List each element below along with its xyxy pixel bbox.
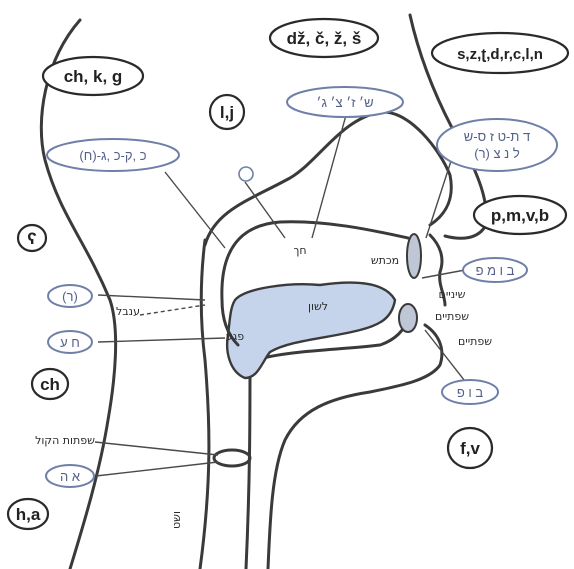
- leader-uvular: [98, 295, 205, 300]
- svg-text:ʕ: ʕ: [27, 229, 36, 248]
- lower-lip-shape: [399, 304, 417, 332]
- svg-text:ב ו מ פ: ב ו מ פ: [476, 263, 515, 278]
- marker-circle: [239, 167, 253, 181]
- label-ch: ch: [32, 369, 68, 399]
- svg-text:(ח)-כ ,ק-כ ,ג: (ח)-כ ,ק-כ ,ג: [79, 148, 146, 163]
- label-uvular-hebrew: (ר): [48, 285, 92, 307]
- svg-text:h,a: h,a: [16, 505, 41, 524]
- label-labial: p,m,v,b: [474, 196, 566, 234]
- label-lips: שפתיים: [458, 335, 492, 348]
- svg-text:ch: ch: [40, 375, 60, 394]
- svg-text:p,m,v,b: p,m,v,b: [491, 206, 549, 225]
- svg-text:s,z,ʈ,d,r,c,l,n: s,z,ʈ,d,r,c,l,n: [457, 46, 543, 63]
- label-glottal: h,a: [8, 499, 48, 529]
- leader-bilabial: [422, 270, 465, 278]
- svg-text:ch, k, g: ch, k, g: [64, 67, 123, 86]
- label-palate: חך: [293, 244, 306, 257]
- leader-velar: [165, 172, 225, 248]
- leader-palatal-sounds: [312, 108, 348, 238]
- label-teeth: שפתיים: [435, 310, 469, 323]
- svg-text:f,v: f,v: [460, 439, 480, 458]
- svg-text:ל נ צ (ר): ל נ צ (ר): [474, 146, 520, 161]
- label-tongue: לשון: [308, 300, 328, 313]
- label-glottal-hebrew: א ה: [46, 465, 94, 487]
- label-labiodental-hebrew: ב ו פ: [442, 380, 498, 404]
- upper-teeth-shape: [407, 234, 421, 278]
- label-labiodental: f,v: [448, 428, 492, 468]
- leader-glottal: [96, 462, 218, 476]
- svg-text:(ר): (ר): [62, 289, 78, 304]
- label-alveolar-ridge: מכתש: [371, 254, 399, 267]
- tongue-shape: [227, 283, 395, 378]
- leader-vocal-folds: [95, 442, 218, 455]
- svg-text:l,j: l,j: [220, 103, 234, 122]
- svg-text:א ה: א ה: [60, 469, 80, 484]
- label-alveolar: s,z,ʈ,d,r,c,l,n: [432, 33, 568, 73]
- pharynx-back-wall: [200, 240, 209, 569]
- label-alveolar-sounds-hebrew: ד ת-ט ז ס-ש ל נ צ (ר): [437, 119, 557, 171]
- label-velar-sounds-hebrew: (ח)-כ ,ק-כ ,ג: [47, 139, 179, 171]
- chin-outline: [268, 325, 442, 569]
- label-vocal-folds: שפתות הקול: [35, 434, 95, 447]
- label-uvula: ענבל: [116, 305, 140, 318]
- label-esophagus: ושט: [170, 511, 183, 529]
- label-glottal-curl: ʕ: [18, 225, 46, 251]
- vocal-folds-shape: [214, 450, 250, 466]
- label-post-alveolar: dž, č, ž, š: [270, 19, 378, 57]
- svg-text:ד ת-ט ז ס-ש: ד ת-ט ז ס-ש: [464, 129, 530, 144]
- label-ch-k-g: ch, k, g: [43, 57, 143, 95]
- label-palatal-j: l,j: [210, 95, 244, 129]
- label-velum: פגע: [226, 330, 244, 343]
- leader-uvula-dash: [140, 305, 205, 315]
- leader-alveolar: [426, 158, 452, 238]
- svg-text:ב ו פ: ב ו פ: [457, 385, 484, 400]
- pharynx-front-wall: [246, 360, 250, 569]
- label-palatal-sounds-hebrew: ש׳ ז׳ צ׳ ג׳: [287, 87, 403, 117]
- label-pharyngeal-hebrew: ח ע: [48, 331, 92, 353]
- label-bilabial-hebrew: ב ו מ פ: [463, 258, 527, 282]
- svg-text:ש׳ ז׳ צ׳ ג׳: ש׳ ז׳ צ׳ ג׳: [316, 95, 373, 110]
- label-teeth-upper: שיניים: [439, 288, 466, 301]
- svg-text:ח ע: ח ע: [60, 335, 80, 350]
- svg-text:dž, č, ž, š: dž, č, ž, š: [287, 29, 362, 48]
